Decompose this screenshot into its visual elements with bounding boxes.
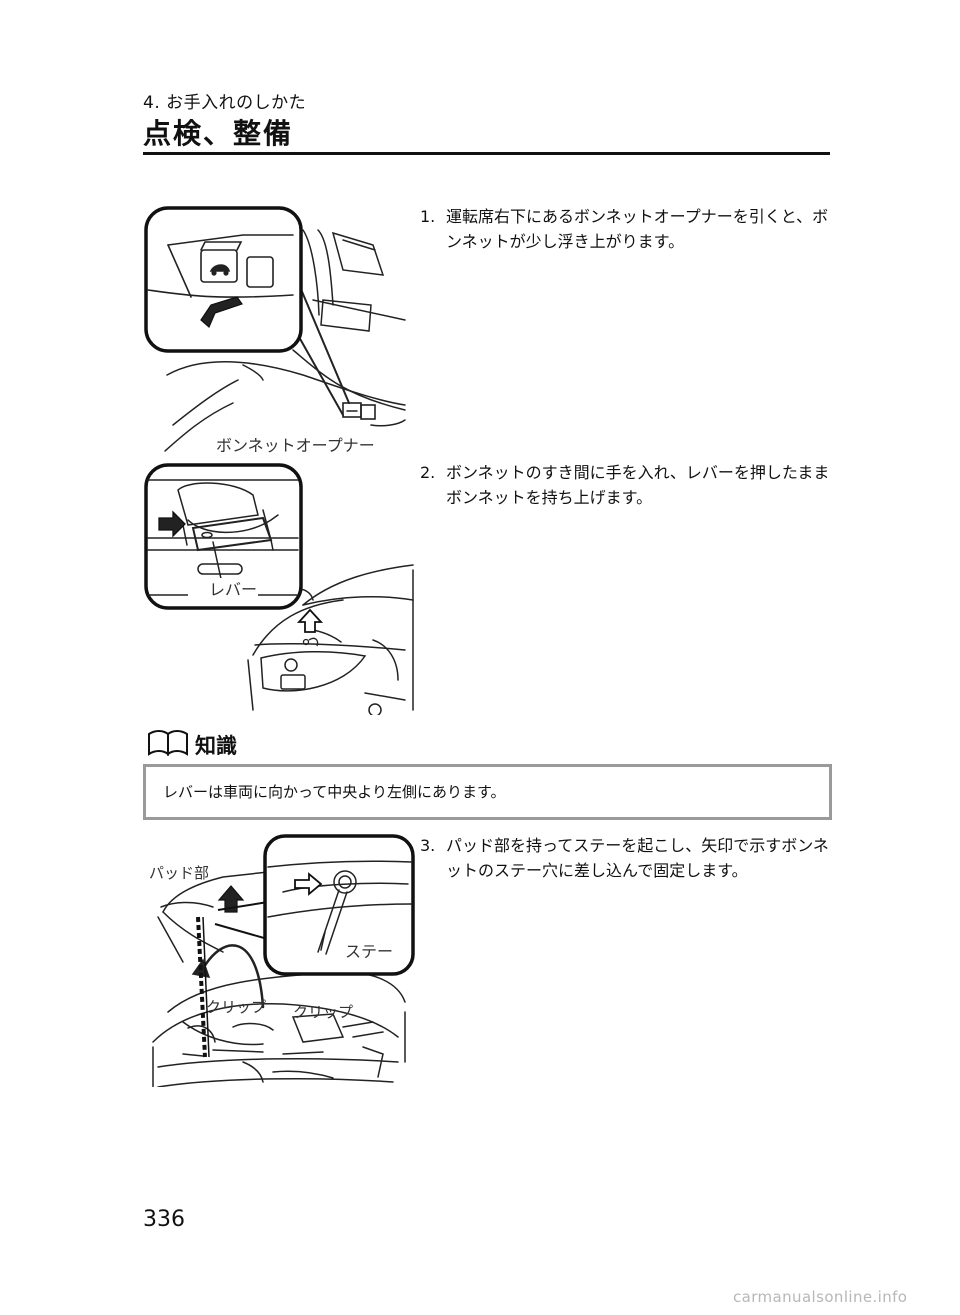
note-box: レバーは車両に向かって中央より左側にあります。 bbox=[143, 764, 832, 820]
step-3-number: 3. bbox=[420, 836, 436, 855]
watermark-text: carmanualsonline.info bbox=[733, 1288, 908, 1306]
page-number: 336 bbox=[143, 1207, 185, 1232]
stay-label: ステー bbox=[345, 942, 393, 961]
opener-label: ボンネットオープナー bbox=[216, 436, 375, 455]
step-3-text: パッド部を持ってステーを起こし、矢印で示すボンネットのステー穴に差し込んで固定し… bbox=[446, 836, 829, 880]
note-title: 知識 bbox=[195, 734, 237, 758]
step-2-number: 2. bbox=[420, 463, 436, 482]
step-3: 3. パッド部を持ってステーを起こし、矢印で示すボンネットのステー穴に差し込んで… bbox=[420, 833, 832, 883]
step-2: 2. ボンネットのすき間に手を入れ、レバーを押したままボンネットを持ち上げます。 bbox=[420, 460, 832, 510]
lever-label: レバー bbox=[209, 580, 257, 599]
section-heading: 4. お手入れのしかた bbox=[143, 93, 307, 113]
step-1-text: 運転席右下にあるボンネットオープナーを引くと、ボンネットが少し浮き上がります。 bbox=[446, 207, 829, 251]
open-book-icon bbox=[148, 730, 188, 757]
bonnet-lever-illustration: レバー bbox=[144, 463, 414, 715]
clip-label-left: クリップ bbox=[206, 998, 266, 1016]
title-rule bbox=[143, 152, 830, 155]
note-heading: 知識 bbox=[145, 728, 237, 762]
step-1: 1. 運転席右下にあるボンネットオープナーを引くと、ボンネットが少し浮き上がりま… bbox=[420, 204, 832, 254]
clip-label-right: クリップ bbox=[293, 1003, 353, 1021]
note-text: レバーは車両に向かって中央より左側にあります。 bbox=[163, 783, 506, 801]
pad-label: パッド部 bbox=[149, 864, 209, 882]
page-title: 点検、整備 bbox=[143, 117, 294, 150]
step-2-text: ボンネットのすき間に手を入れ、レバーを押したままボンネットを持ち上げます。 bbox=[446, 463, 830, 507]
step-1-number: 1. bbox=[420, 207, 436, 226]
stay-insertion-illustration: ステー パッド部 クリップ クリップ bbox=[149, 834, 415, 1087]
bonnet-opener-illustration: ボンネットオープナー bbox=[144, 206, 406, 455]
